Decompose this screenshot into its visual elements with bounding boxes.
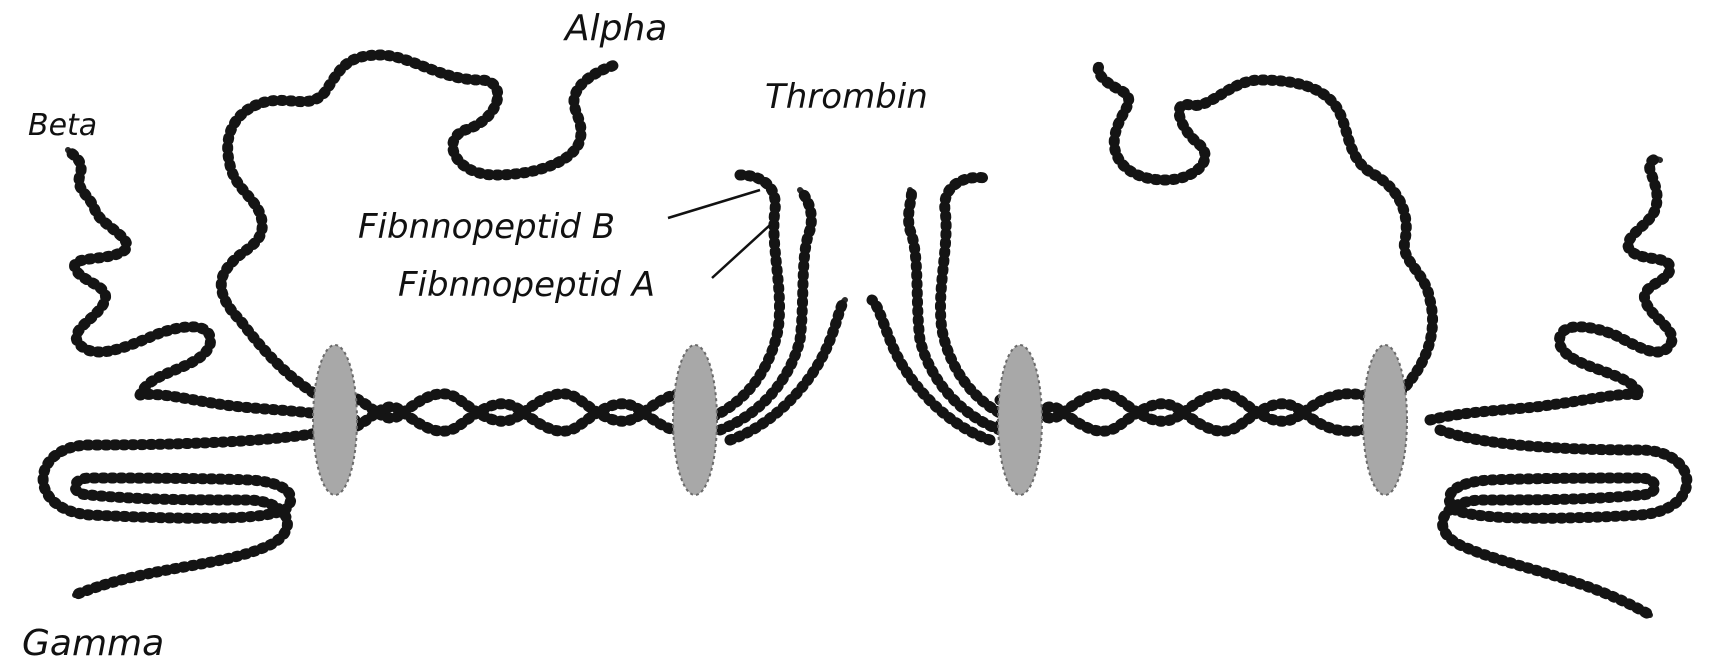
fibrinogen-molecule-left xyxy=(43,55,845,595)
disulfide-ring-right-inner xyxy=(998,345,1042,495)
beta-label: Beta xyxy=(28,108,97,143)
fibrinogen-molecule-right xyxy=(872,65,1687,615)
fibrinopeptide-b-leader xyxy=(668,190,760,218)
gamma-chain-left-beads xyxy=(43,428,340,595)
fibrinopeptide-a-leader xyxy=(712,225,770,278)
fibrinopeptide-strand-left-2 xyxy=(705,175,780,420)
fibrinopeptide-a-label: Fibnnopeptid A xyxy=(398,265,655,305)
beta-chain-left-beads xyxy=(68,150,355,420)
gamma-chain-right-beads xyxy=(1440,430,1687,615)
thrombin-label: Thrombin xyxy=(765,77,928,117)
beta-chain-right-beads xyxy=(1430,159,1672,420)
alpha-label: Alpha xyxy=(563,8,667,49)
fibrinopeptide-strand-left-2-beads xyxy=(705,175,780,420)
beta-chain-left xyxy=(68,150,355,420)
gamma-label: Gamma xyxy=(22,623,164,664)
fibrinopeptide-b-label: Fibnnopeptid B xyxy=(358,207,615,247)
disulfide-ring-right-outer xyxy=(1363,345,1407,495)
disulfide-ring-left-inner xyxy=(673,345,717,495)
disulfide-ring-left-outer xyxy=(313,345,357,495)
